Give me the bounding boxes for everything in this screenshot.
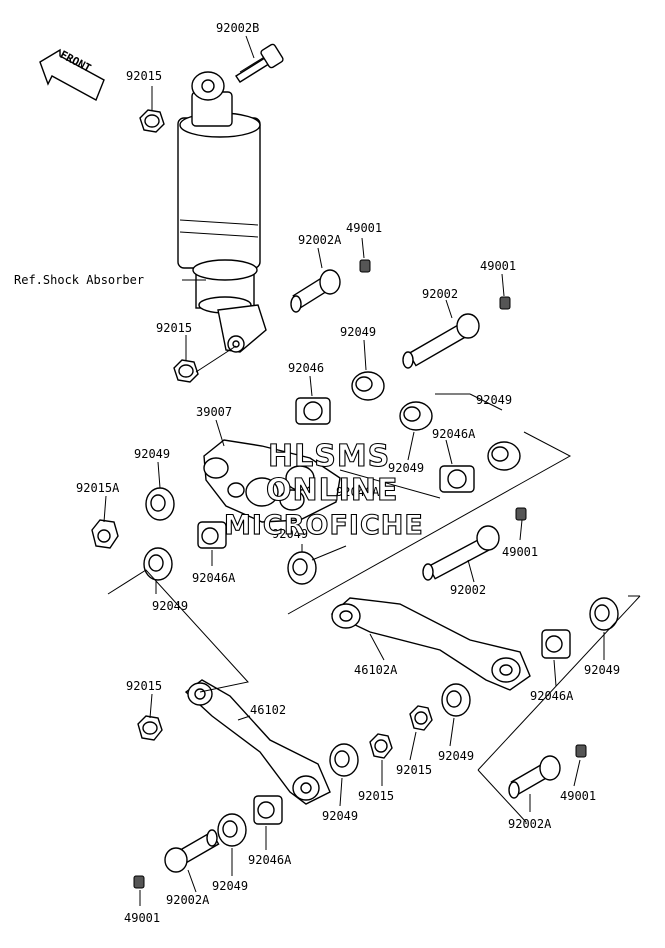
rocker-arm-39007 (203, 439, 341, 523)
label-92002A-b: 92002A (508, 817, 552, 831)
watermark-line-1: HLSMS (268, 439, 390, 474)
nut-92015-e (369, 733, 393, 759)
watermark-line-2: ONLINE (266, 473, 399, 508)
spacer-92015A (91, 519, 119, 549)
front-arrow: FRONT (39, 48, 105, 101)
collar-92049-h (441, 683, 471, 717)
nut-92015-mid (173, 359, 199, 383)
grease-nipple-49001-c (515, 507, 527, 521)
watermark: HLSMS ONLINE MICROFICHE (223, 438, 424, 541)
label-92015-e: 92015 (358, 789, 394, 803)
watermark-line-3: MICROFICHE (224, 510, 424, 541)
label-92046: 92046 (288, 361, 324, 375)
collar-92049-e (145, 487, 175, 521)
label-ref-shock-absorber: Ref.Shock Absorber (14, 273, 144, 287)
collar-92049-f (143, 547, 173, 581)
grease-nipple-49001-e (133, 875, 145, 889)
grease-nipple-49001-b (499, 296, 511, 310)
label-92002A-a: 92002A (298, 233, 342, 247)
label-92049-i: 92049 (322, 809, 358, 823)
collar-92049-i (329, 743, 359, 777)
bolt-92002B (235, 43, 284, 83)
nut-92015-c (137, 715, 163, 741)
label-92002B: 92002B (216, 21, 259, 35)
label-49001-d: 49001 (560, 789, 596, 803)
label-92049-e: 92049 (272, 527, 308, 541)
label-92015-c: 92015 (126, 679, 162, 693)
collar-92049-j (217, 813, 247, 847)
label-49001-c: 49001 (502, 545, 538, 559)
label-49001-a: 49001 (346, 221, 382, 235)
bearing-92046A-c (197, 521, 227, 549)
label-92046A-e: 92046A (248, 853, 292, 867)
label-92046A-b: 92046A (336, 485, 380, 499)
tie-rod-46102A (330, 597, 531, 691)
leader-lines (103, 35, 605, 906)
label-92002A-c: 92002A (166, 893, 210, 907)
grease-nipple-49001-a (359, 259, 371, 273)
label-92015-d: 92015 (396, 763, 432, 777)
label-46102: 46102 (250, 703, 286, 717)
bearing-92046A-d (541, 629, 571, 659)
collar-92049-g-mid (287, 551, 317, 585)
label-92049-g: 92049 (584, 663, 620, 677)
label-92046A-d: 92046A (530, 689, 574, 703)
collar-92049-a (351, 371, 385, 401)
bolt-92002-upper (402, 313, 480, 369)
bearing-92046 (295, 397, 331, 425)
bearing-92046A-a (439, 465, 475, 493)
label-92049-h: 92049 (438, 749, 474, 763)
nut-92015-top (139, 109, 165, 133)
bolt-92002-lower (422, 525, 500, 581)
label-92046A-a: 92046A (432, 427, 476, 441)
bolt-92002A-right (508, 755, 561, 799)
label-49001-b: 49001 (480, 259, 516, 273)
collar-92049-g (589, 597, 619, 631)
label-92049-c: 92049 (388, 461, 424, 475)
collar-92049-c (487, 441, 521, 471)
bolt-92002A-lower (164, 829, 220, 873)
label-49001-e: 49001 (124, 911, 160, 925)
label-92002-a: 92002 (422, 287, 458, 301)
label-92049-d: 92049 (134, 447, 170, 461)
bolt-92002A-top (290, 269, 341, 313)
grease-nipple-49001-d (575, 744, 587, 758)
assembly-lines (107, 431, 641, 823)
label-92002-b: 92002 (450, 583, 486, 597)
shock-absorber (177, 71, 267, 353)
label-92015A: 92015A (76, 481, 120, 495)
label-92049-b: 92049 (476, 393, 512, 407)
label-46102A: 46102A (354, 663, 398, 677)
label-92049-a: 92049 (340, 325, 376, 339)
bearing-92046A-e (253, 795, 283, 825)
collar-92049-b (399, 401, 433, 431)
label-39007: 39007 (196, 405, 232, 419)
label-92015-b: 92015 (156, 321, 192, 335)
label-92015-a: 92015 (126, 69, 162, 83)
tie-rod-46102 (184, 679, 331, 805)
part-labels: 92002B 92015 Ref.Shock Absorber 92015 49… (14, 21, 620, 925)
label-92046A-c: 92046A (192, 571, 236, 585)
label-92049-f: 92049 (152, 599, 188, 613)
label-92049-j: 92049 (212, 879, 248, 893)
nut-92015-d (409, 705, 433, 731)
